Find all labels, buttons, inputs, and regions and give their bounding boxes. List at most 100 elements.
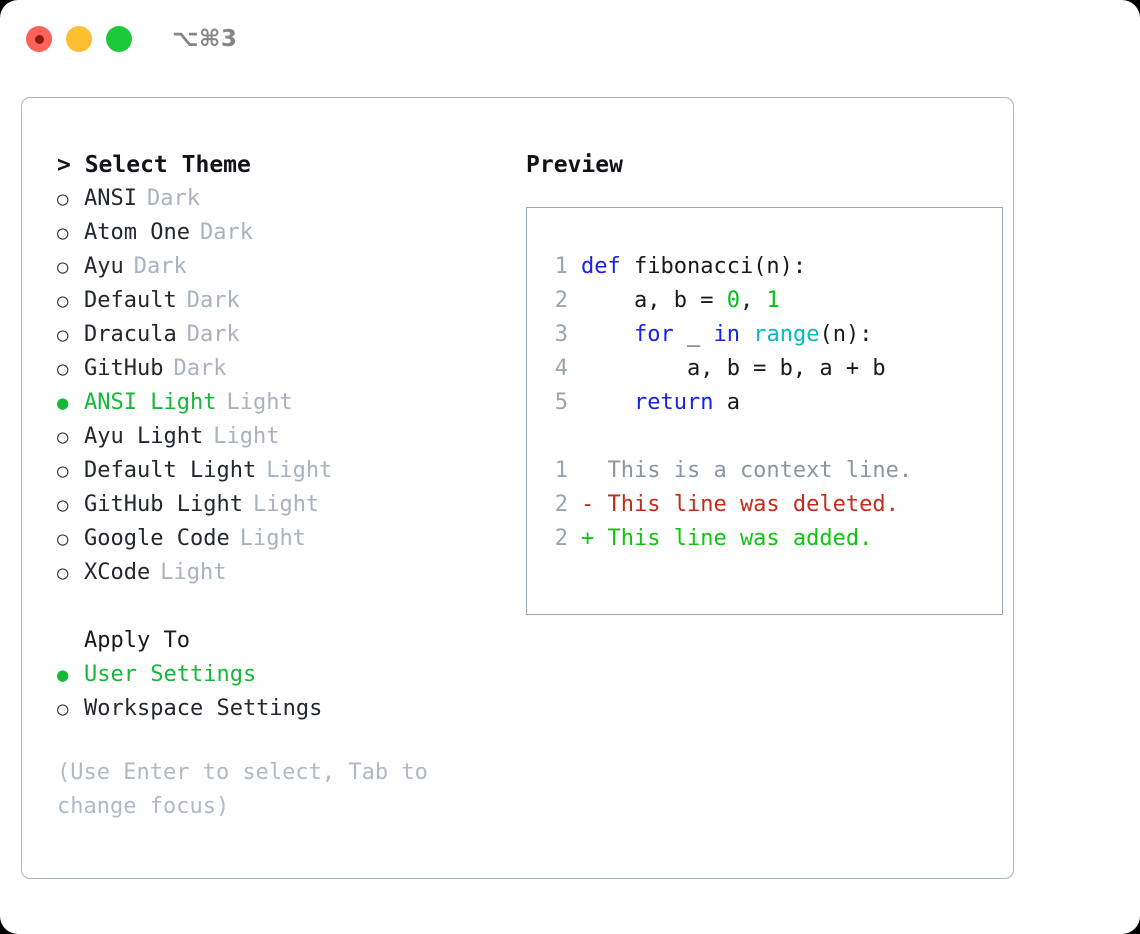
radio-unselected-icon: ○ xyxy=(57,528,69,550)
theme-option-label: Atom One xyxy=(84,220,190,245)
code-line: 2 a, b = 0, 1 xyxy=(549,284,1002,318)
apply-to-option-label: Workspace Settings xyxy=(84,696,323,721)
code-line-text: def fibonacci(n): xyxy=(581,250,806,284)
radio-unselected-icon: ○ xyxy=(57,290,69,312)
code-line-text: for _ in range(n): xyxy=(581,318,872,352)
theme-option-variant: Dark xyxy=(186,288,240,313)
code-line-text: return a xyxy=(581,386,740,420)
code-line-text: a, b = b, a + b xyxy=(581,352,886,386)
code-token-kw: return xyxy=(633,390,714,415)
theme-option-variant: Light xyxy=(226,390,293,415)
theme-option-default-light[interactable]: ○ Default Light Light xyxy=(57,454,504,488)
radio-selected-icon: ● xyxy=(57,664,69,686)
theme-option-label: XCode xyxy=(84,560,151,585)
line-number: 3 xyxy=(554,322,568,347)
radio-unselected-icon: ○ xyxy=(57,494,69,516)
window-titlebar: ⌥⌘3 xyxy=(0,0,1140,78)
close-button[interactable] xyxy=(26,26,52,52)
radio-unselected-icon: ○ xyxy=(57,460,69,482)
radio-selected-icon: ● xyxy=(57,392,69,414)
code-token-plain xyxy=(581,322,634,347)
code-line: 4 a, b = b, a + b xyxy=(549,352,1002,386)
theme-option-xcode[interactable]: ○ XCode Light xyxy=(57,556,504,590)
theme-option-label: Default Light xyxy=(84,458,257,483)
apply-to-option-workspace-settings[interactable]: ○ Workspace Settings xyxy=(57,692,504,726)
theme-option-variant: Dark xyxy=(199,220,253,245)
theme-option-variant: Dark xyxy=(146,186,200,211)
diff-line-text-add: + This line was added. xyxy=(581,526,873,551)
theme-option-label: GitHub Light xyxy=(84,492,243,517)
radio-unselected-icon: ○ xyxy=(57,562,69,584)
theme-option-variant: Light xyxy=(252,492,320,517)
theme-option-variant: Light xyxy=(213,424,280,449)
diff-line-text-del: - This line was deleted. xyxy=(581,492,899,517)
preview-heading: Preview xyxy=(526,152,623,178)
theme-option-label: GitHub xyxy=(84,356,164,381)
theme-option-label: Dracula xyxy=(84,322,177,347)
line-number: 2 xyxy=(554,492,568,517)
theme-option-default[interactable]: ○ Default Dark xyxy=(57,284,504,318)
code-token-plain: a xyxy=(713,390,740,415)
code-token-kw: in xyxy=(713,322,740,347)
line-number: 1 xyxy=(554,458,568,483)
theme-option-label: Default xyxy=(84,288,177,313)
theme-option-dracula[interactable]: ○ Dracula Dark xyxy=(57,318,504,352)
radio-unselected-icon: ○ xyxy=(57,188,69,210)
code-token-fn: range xyxy=(753,322,820,347)
line-number: 2 xyxy=(554,526,568,551)
theme-option-variant: Light xyxy=(266,458,333,483)
radio-unselected-icon: ○ xyxy=(57,698,69,720)
code-line-text: a, b = 0, 1 xyxy=(581,284,780,318)
code-token-kw: def xyxy=(581,254,634,279)
diff-sample: 1 This is a context line. 2 - This line wa… xyxy=(549,454,1002,556)
maximize-button[interactable] xyxy=(106,26,132,52)
radio-unselected-icon: ○ xyxy=(57,222,69,244)
theme-option-github[interactable]: ○ GitHub Dark xyxy=(57,352,504,386)
theme-option-ansi[interactable]: ○ ANSI Dark xyxy=(57,182,504,216)
section-spacer xyxy=(57,590,504,624)
apply-to-heading: Apply To xyxy=(84,628,190,653)
code-token-plain: , xyxy=(739,288,767,313)
radio-unselected-icon: ○ xyxy=(57,358,69,380)
keyboard-hint-text: (Use Enter to select, Tab to change focu… xyxy=(57,760,428,819)
code-line: 3 for _ in range(n): xyxy=(549,318,1002,352)
window-title: ⌥⌘3 xyxy=(172,26,238,52)
theme-option-label: Ayu Light xyxy=(84,424,204,449)
code-token-plain: fibonacci(n): xyxy=(633,254,807,279)
diff-line-text-ctx: This is a context line. xyxy=(581,458,913,483)
theme-option-label: ANSI xyxy=(84,186,137,211)
theme-option-variant: Light xyxy=(239,526,306,551)
code-diff-spacer xyxy=(549,420,1002,454)
theme-option-ayu-light[interactable]: ○ Ayu Light Light xyxy=(57,420,504,454)
radio-unselected-icon: ○ xyxy=(57,426,69,448)
minimize-button[interactable] xyxy=(66,26,92,52)
apply-to-option-label: User Settings xyxy=(84,662,257,687)
select-theme-heading: > Select Theme xyxy=(57,152,251,178)
code-token-plain: _ xyxy=(673,322,714,347)
code-token-num: 1 xyxy=(766,288,780,313)
code-token-plain xyxy=(581,390,634,415)
line-number: 2 xyxy=(554,288,568,313)
theme-option-variant: Dark xyxy=(173,356,227,381)
code-line: 5 return a xyxy=(549,386,1002,420)
radio-unselected-icon: ○ xyxy=(57,256,69,278)
apply-to-option-list: ● User Settings ○ Workspace Settings xyxy=(57,658,504,726)
diff-line: 2 - This line was deleted. xyxy=(549,488,1002,522)
code-token-kw: for xyxy=(633,322,674,347)
theme-option-atom-one[interactable]: ○ Atom One Dark xyxy=(57,216,504,250)
code-token-plain: a, b = b, a + b xyxy=(581,356,886,381)
apply-to-option-user-settings[interactable]: ● User Settings xyxy=(57,658,504,692)
code-token-plain: (n): xyxy=(819,322,873,347)
theme-option-variant: Light xyxy=(160,560,227,585)
theme-option-github-light[interactable]: ○ GitHub Light Light xyxy=(57,488,504,522)
theme-option-variant: Dark xyxy=(186,322,240,347)
radio-unselected-icon: ○ xyxy=(57,324,69,346)
